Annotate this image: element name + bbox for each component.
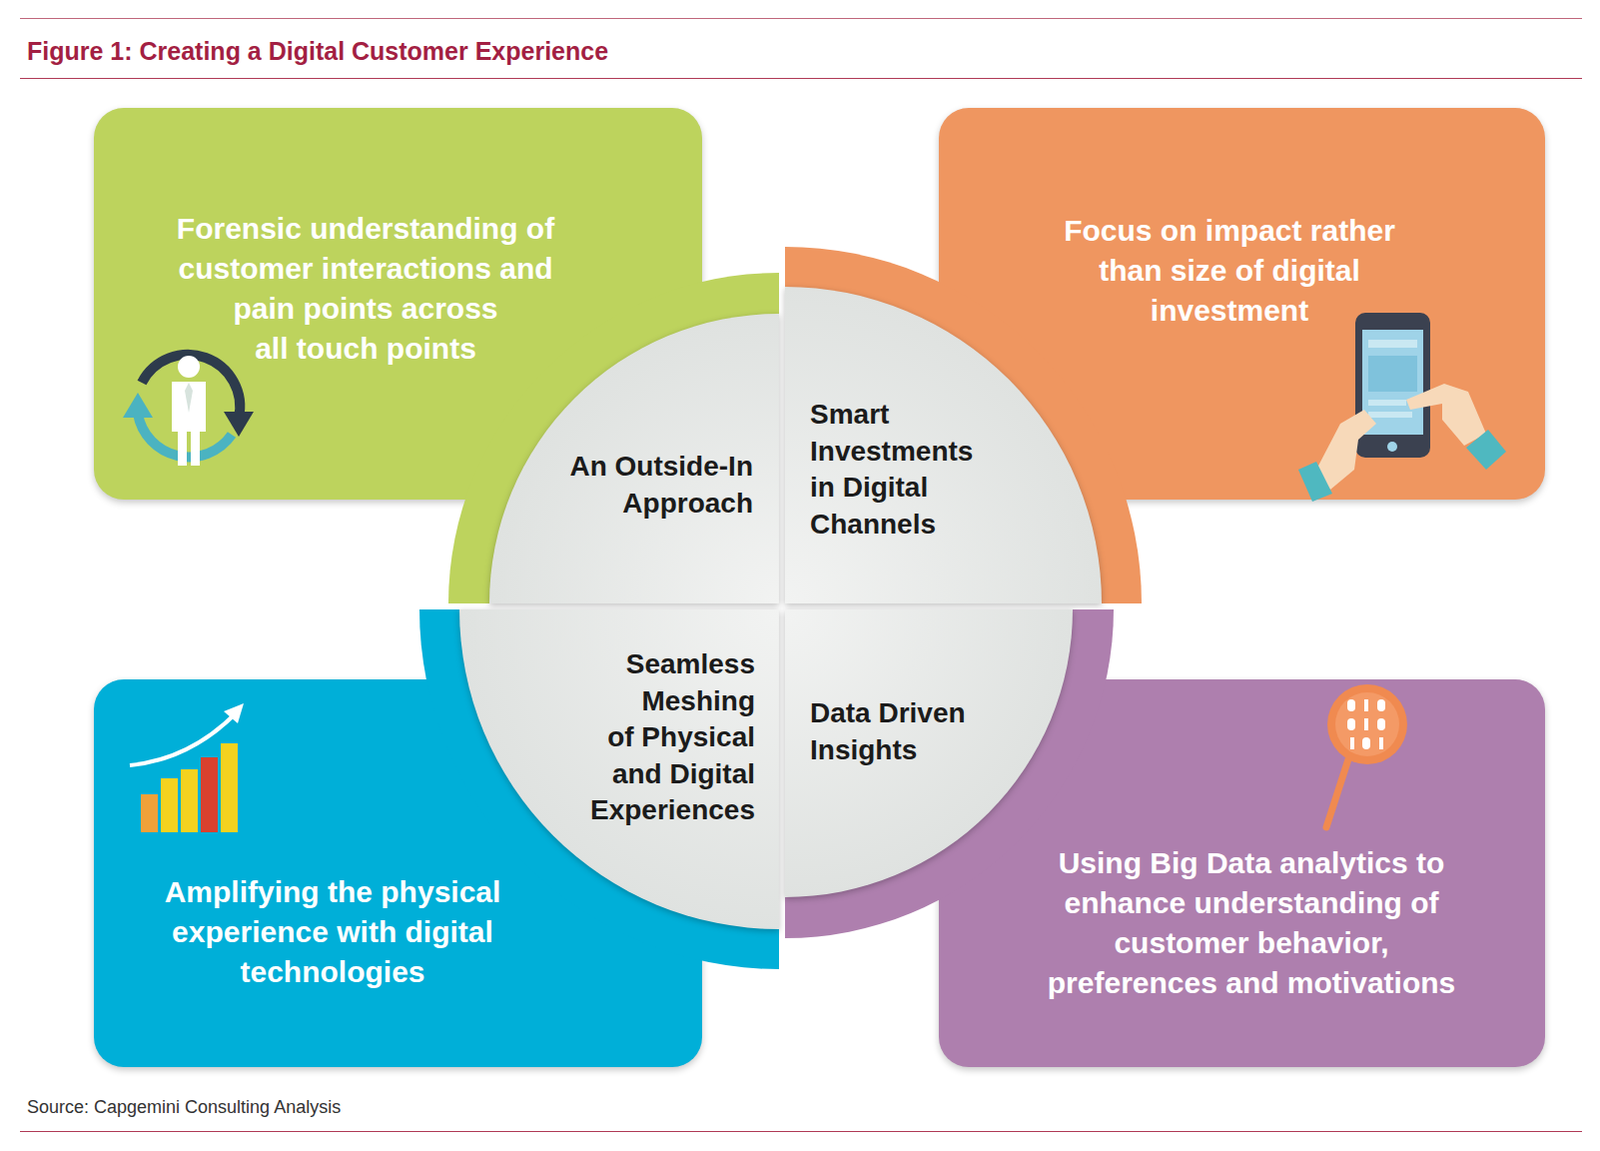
box-text: Using Big Data analytics to enhance unde… — [1047, 842, 1456, 1003]
quarter-segment: An Outside-In Approach — [448, 272, 780, 604]
quarter-shape — [785, 609, 1114, 938]
segment-label: Smart Investments in Digital Channels — [809, 396, 973, 543]
segment-label: An Outside-In Approach — [569, 448, 754, 522]
quarter-segment: Data Driven Insights — [785, 609, 1114, 938]
quarter-ring — [785, 246, 1142, 604]
quarter-face — [489, 313, 780, 604]
rule-line — [19, 77, 1583, 79]
rule-line — [19, 17, 1583, 19]
segment-label: Data Driven Insights — [809, 695, 966, 769]
quarter-segment: Smart Investments in Digital Channels — [785, 246, 1142, 604]
segment-label: Seamless Meshing of Physical and Digital… — [590, 646, 756, 829]
quarter-segment: Seamless Meshing of Physical and Digital… — [419, 609, 780, 969]
rule-line — [19, 1130, 1583, 1132]
box-text: Forensic understanding of customer inter… — [176, 208, 555, 369]
box-text: Amplifying the physical experience with … — [164, 871, 502, 992]
figure-title: Figure 1: Creating a Digital Customer Ex… — [26, 35, 609, 66]
quarter-shape — [448, 272, 780, 604]
quarter-face — [785, 286, 1102, 604]
source-caption: Source: Capgemini Consulting Analysis — [26, 1095, 341, 1118]
quarter-ring — [448, 272, 780, 604]
box-text: Focus on impact rather than size of digi… — [1063, 210, 1396, 331]
